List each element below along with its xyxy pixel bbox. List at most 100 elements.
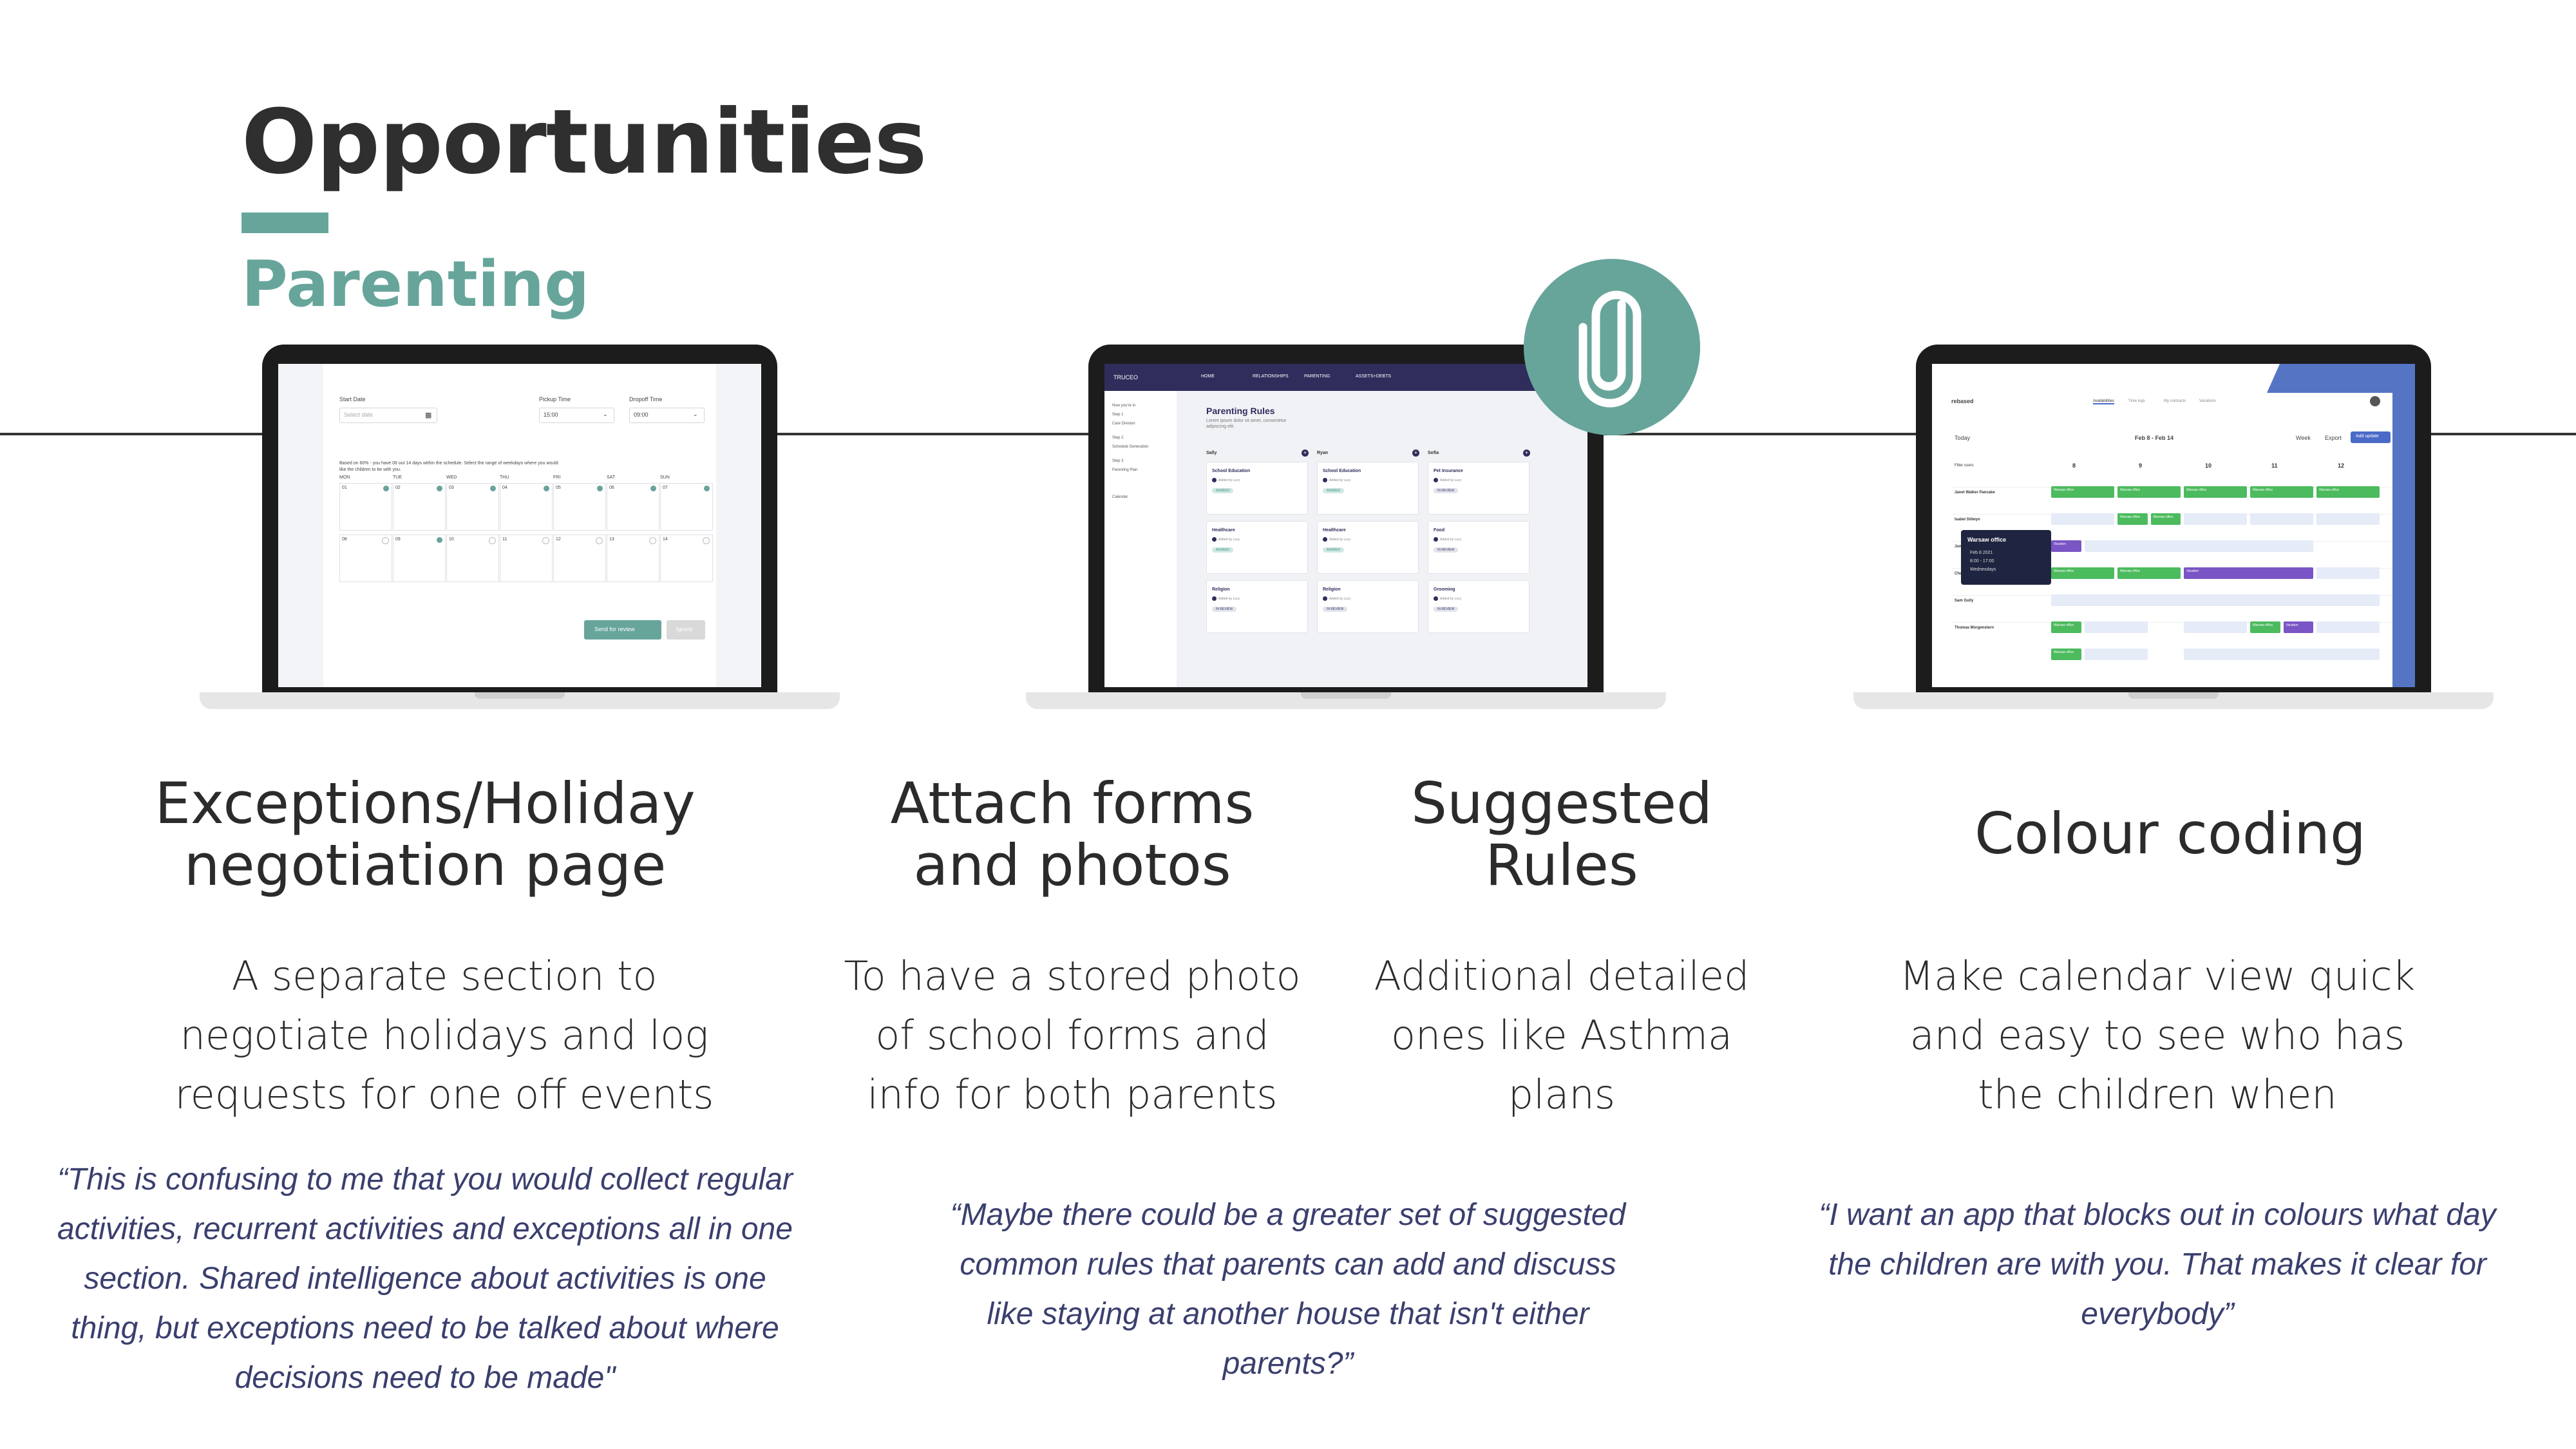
calendar-day-cell[interactable]: 07 (660, 483, 713, 531)
day-toggle-icon[interactable] (437, 537, 442, 543)
day-toggle-icon[interactable] (596, 537, 603, 544)
availability-block[interactable] (2051, 594, 2380, 606)
heading-line: Attach forms (890, 770, 1255, 837)
week-select[interactable]: Week (2296, 435, 2311, 441)
add-update-button[interactable]: Add update (2351, 431, 2391, 443)
nav-item-parenting[interactable]: PARENTING (1304, 374, 1331, 379)
dropoff-select[interactable]: 09:00 ⌄ (629, 408, 705, 423)
tab-vacations[interactable]: Vacations (2199, 399, 2216, 403)
availability-block[interactable]: Warsaw office (2150, 513, 2181, 525)
day-toggle-icon[interactable] (597, 486, 603, 491)
add-rule-icon[interactable]: + (1523, 450, 1530, 457)
availability-block[interactable] (2316, 567, 2380, 579)
availability-block[interactable] (2184, 513, 2247, 525)
day-toggle-icon[interactable] (704, 486, 710, 491)
nav-item-relationships[interactable]: RELATIONSHIPS (1253, 374, 1289, 379)
send-for-review-button[interactable]: Send for review (584, 620, 661, 639)
side-step[interactable]: Step 2 (1112, 436, 1124, 440)
side-step[interactable]: Step 1 (1112, 413, 1124, 417)
availability-block[interactable]: Warsaw office (2051, 621, 2081, 633)
calendar-day-cell[interactable]: 09 (393, 535, 446, 582)
calendar-day-cell[interactable]: 12 (553, 535, 606, 582)
tab-time-logs[interactable]: Time logs (2128, 399, 2145, 403)
calendar-day-cell[interactable]: 08 (339, 535, 392, 582)
availability-block[interactable] (2316, 621, 2380, 633)
availability-block[interactable]: Vacation (2051, 540, 2081, 552)
availability-block[interactable] (2316, 513, 2380, 525)
availability-block[interactable] (2084, 621, 2148, 633)
availability-block[interactable]: Warsaw office (2117, 513, 2148, 525)
availability-block[interactable]: Warsaw office (2117, 486, 2181, 498)
export-button[interactable]: Export (2325, 435, 2342, 441)
ignore-button[interactable]: Ignore (667, 620, 705, 639)
tab-availabilities[interactable]: Availabilities (2093, 399, 2114, 404)
availability-block[interactable] (2250, 513, 2313, 525)
calendar-day-cell[interactable]: 01 (339, 483, 392, 531)
availability-block[interactable]: Warsaw office (2250, 621, 2280, 633)
nav-item-assets-debts[interactable]: ASSETS+DEBTS (1356, 374, 1392, 379)
avatar[interactable] (2370, 396, 2380, 406)
day-toggle-icon[interactable] (650, 486, 656, 491)
add-rule-icon[interactable]: + (1412, 450, 1419, 457)
availability-block[interactable]: Warsaw office (2184, 486, 2247, 498)
availability-block[interactable]: Warsaw office (2051, 486, 2114, 498)
availability-block[interactable]: Warsaw office (2051, 567, 2114, 579)
calendar-day-cell[interactable]: 13 (607, 535, 659, 582)
calendar-day-cell[interactable]: 04 (500, 483, 553, 531)
side-step[interactable]: Parenting Plan (1112, 468, 1138, 472)
availability-block[interactable] (2184, 621, 2247, 633)
availability-block[interactable]: Vacation (2184, 567, 2313, 579)
day-toggle-icon[interactable] (489, 537, 496, 544)
side-step[interactable]: Step 3 (1112, 459, 1124, 463)
side-step[interactable]: Schedule Generation (1112, 445, 1149, 449)
block-label: Warsaw office (2186, 488, 2207, 492)
block-label: Warsaw office (2319, 488, 2340, 492)
nav-item-home[interactable]: HOME (1201, 374, 1215, 379)
availability-block[interactable]: Vacation (2283, 621, 2313, 633)
person-name[interactable]: Filter users (1955, 464, 1974, 468)
day-toggle-icon[interactable] (383, 486, 389, 491)
add-update-label: Add update (2356, 434, 2379, 439)
calendar-day-cell[interactable]: 05 (553, 483, 606, 531)
availability-block[interactable]: Warsaw office (2051, 649, 2081, 660)
side-step[interactable]: Care Division (1112, 422, 1135, 426)
availability-block[interactable] (2051, 513, 2114, 525)
add-rule-icon[interactable]: + (1302, 450, 1309, 457)
availability-block[interactable]: Warsaw office (2316, 486, 2380, 498)
day-toggle-icon[interactable] (490, 486, 496, 491)
side-step[interactable]: Now you're in (1112, 404, 1136, 408)
pickup-select[interactable]: 15:00 ⌄ (539, 408, 614, 423)
calendar-day-cell[interactable]: 02 (393, 483, 446, 531)
today-button[interactable]: Today (1955, 435, 1971, 441)
day-toggle-icon[interactable] (703, 537, 710, 544)
calendar-day-cell[interactable]: 06 (607, 483, 659, 531)
day-toggle-icon[interactable] (437, 486, 442, 491)
calendar-day-cell[interactable]: 14 (660, 535, 713, 582)
availability-block[interactable] (2084, 649, 2148, 660)
block-label: Warsaw office (2054, 488, 2074, 492)
calendar-day-cell[interactable]: 03 (446, 483, 499, 531)
calendar-day-cell[interactable]: 10 (446, 535, 499, 582)
availability-block[interactable] (2184, 649, 2380, 660)
day-toggle-icon[interactable] (382, 537, 389, 544)
day-toggle-icon[interactable] (544, 486, 549, 491)
availability-block[interactable]: Warsaw office (2117, 567, 2181, 579)
calendar-day-cell[interactable]: 11 (500, 535, 553, 582)
day-toggle-icon[interactable] (649, 537, 656, 544)
day-toggle-icon[interactable] (542, 537, 549, 544)
side-step[interactable]: Calendar (1112, 495, 1128, 499)
tab-my-contracts[interactable]: My contracts (2164, 399, 2186, 403)
availability-block[interactable] (2084, 540, 2313, 552)
start-date-input[interactable]: Select date ▦ (339, 408, 437, 423)
availability-block[interactable]: Warsaw office (2250, 486, 2313, 498)
